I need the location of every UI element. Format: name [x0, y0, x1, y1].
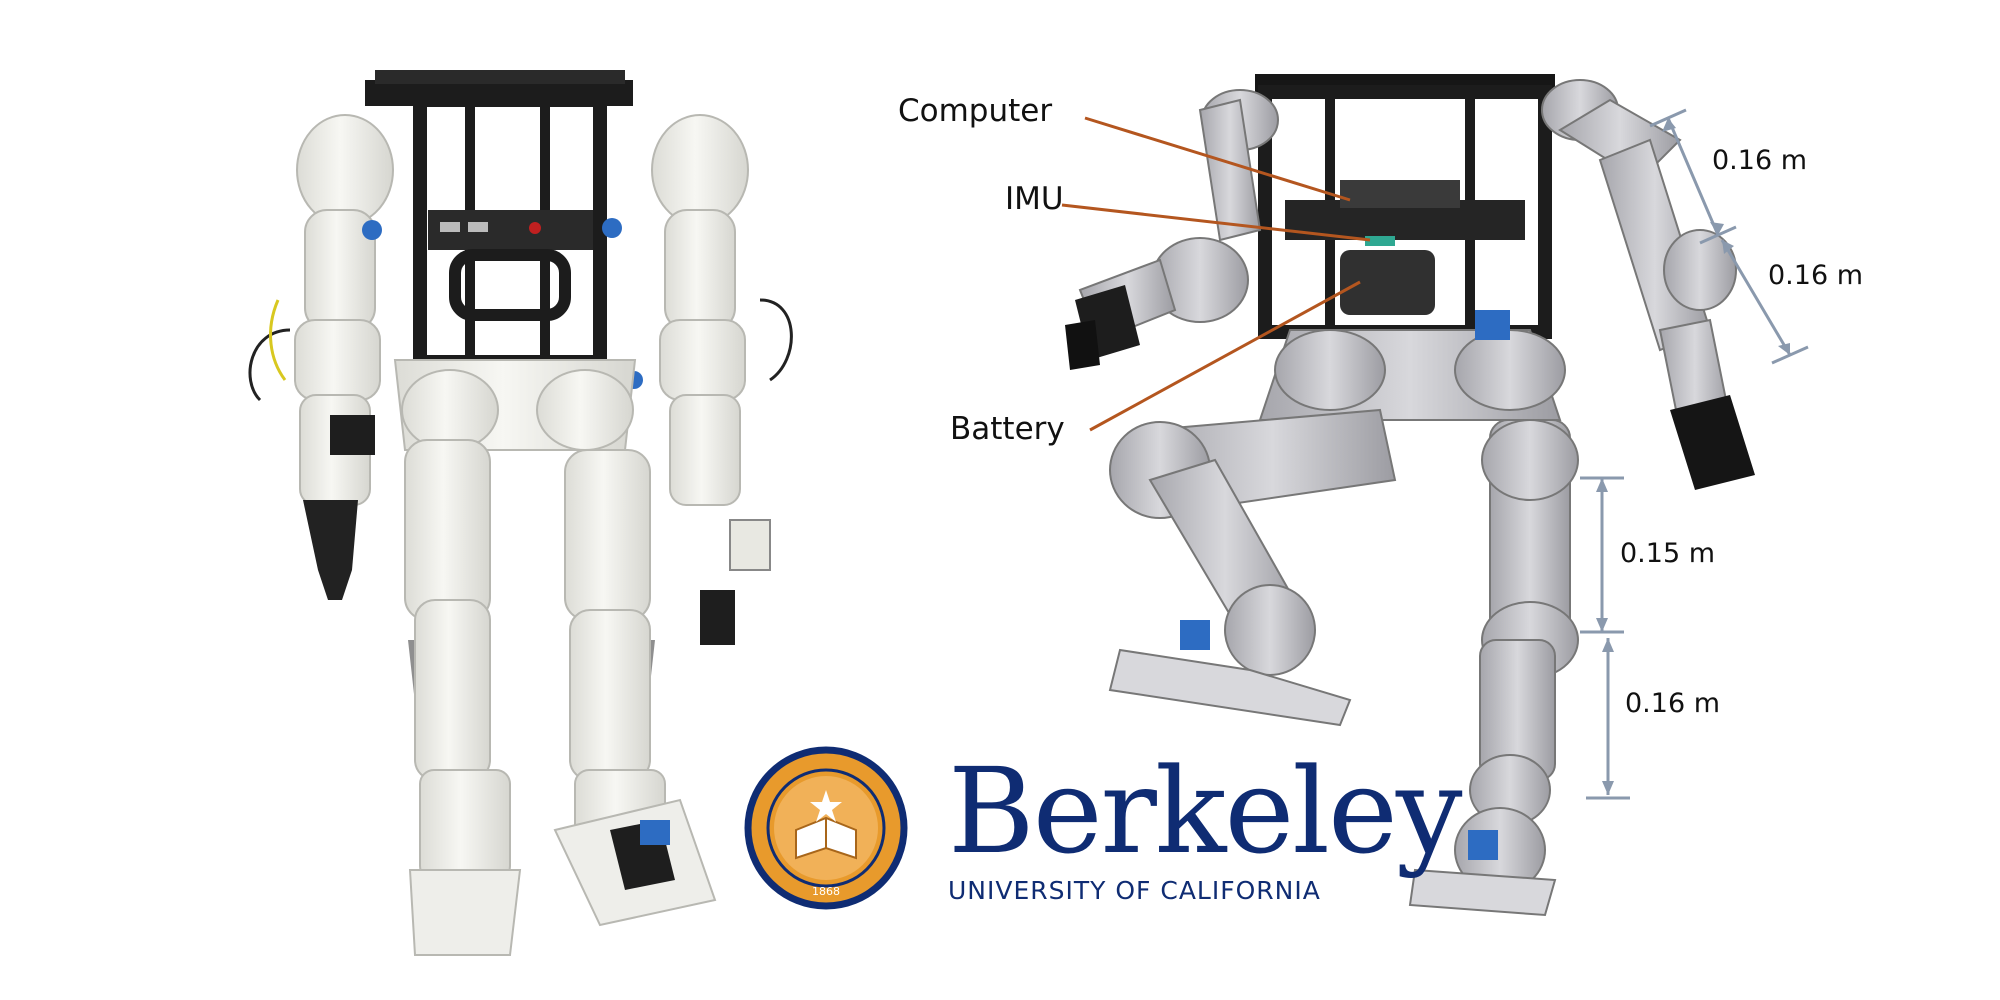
cad-robot-render — [1065, 74, 1755, 917]
seal-year: 1868 — [812, 885, 840, 898]
computer-leader-line — [1084, 116, 1351, 202]
battery-leader-line — [1089, 280, 1361, 432]
callout-lines — [1061, 116, 1371, 432]
upper-arm-dimension — [1666, 117, 1720, 236]
computer-label: Computer — [898, 93, 1053, 129]
seal-star-icon — [810, 790, 842, 822]
upper-arm-dimension-label: 0.16 m — [1712, 145, 1808, 176]
imu-leader-line — [1061, 203, 1371, 242]
battery-label: Battery — [950, 411, 1065, 447]
berkeley-subtitle: UNIVERSITY OF CALIFORNIA — [948, 876, 1321, 905]
berkeley-wordmark: Berkeley UNIVERSITY OF CALIFORNIA — [948, 742, 1463, 905]
imu-label: IMU — [1005, 181, 1064, 217]
dimension-arrowheads — [1596, 118, 1790, 795]
uc-berkeley-seal: 1868 — [744, 746, 908, 910]
forearm-dimension-label: 0.16 m — [1768, 260, 1864, 291]
thigh-dimension-label: 0.15 m — [1620, 538, 1716, 569]
forearm-dimension — [1720, 239, 1792, 356]
dimension-lines — [1580, 108, 1809, 800]
physical-robot-photo — [248, 70, 793, 956]
berkeley-wordmark-text: Berkeley — [948, 742, 1463, 880]
shank-dimension-label: 0.16 m — [1625, 688, 1721, 719]
